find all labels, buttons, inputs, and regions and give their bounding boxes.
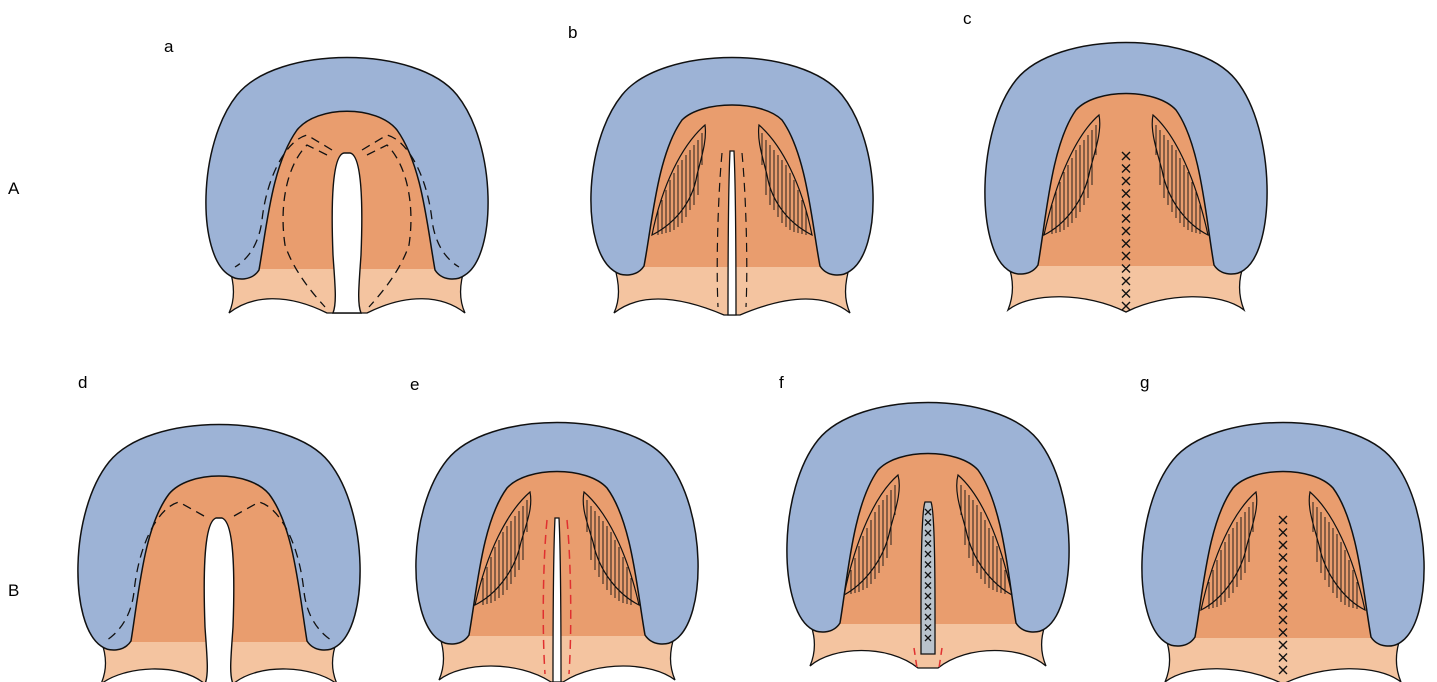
panel-label-e: e bbox=[410, 375, 419, 394]
panel-label-c: c bbox=[963, 9, 972, 28]
cleft bbox=[332, 153, 362, 313]
panel-b bbox=[591, 58, 873, 316]
panel-g bbox=[1142, 423, 1424, 682]
panel-label-f: f bbox=[779, 373, 784, 392]
panel-label-g: g bbox=[1140, 373, 1149, 392]
panel-a bbox=[206, 58, 488, 314]
panel-e bbox=[416, 423, 698, 682]
cleft bbox=[728, 151, 736, 315]
soft-palate bbox=[1008, 264, 1244, 312]
panel-label-a: a bbox=[164, 37, 174, 56]
row-label-b: B bbox=[8, 581, 19, 600]
graft-strip bbox=[921, 502, 935, 654]
cleft bbox=[204, 518, 234, 682]
panel-label-d: d bbox=[78, 373, 87, 392]
panel-c bbox=[985, 43, 1267, 313]
panel-d bbox=[78, 425, 360, 682]
cleft bbox=[553, 518, 561, 682]
panel-label-b: b bbox=[568, 23, 577, 42]
row-label-a: A bbox=[8, 179, 20, 198]
soft-palate bbox=[1165, 636, 1401, 682]
panel-f bbox=[787, 403, 1069, 669]
